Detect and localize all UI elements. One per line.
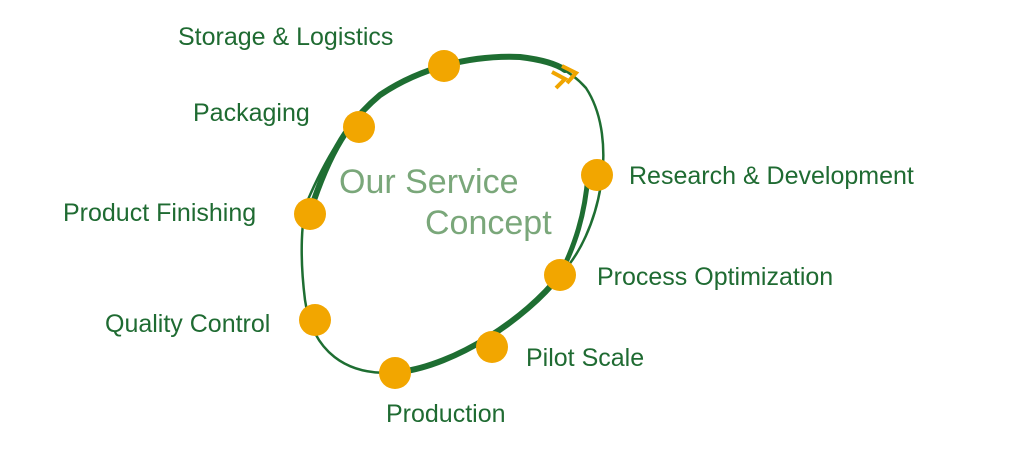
node-quality	[299, 304, 331, 336]
center-title-line2: Concept	[425, 203, 552, 242]
node-pilot	[476, 331, 508, 363]
double-chevron-arrow-icon	[551, 64, 580, 90]
stage-label-production: Production	[386, 400, 506, 428]
node-storage	[428, 50, 460, 82]
stage-label-storage: Storage & Logistics	[178, 23, 394, 51]
node-production	[379, 357, 411, 389]
node-process	[544, 259, 576, 291]
node-research	[581, 159, 613, 191]
stage-label-pilot: Pilot Scale	[526, 344, 645, 372]
node-finishing	[294, 198, 326, 230]
stage-label-process: Process Optimization	[597, 263, 834, 291]
node-packaging	[343, 111, 375, 143]
stage-label-finishing: Product Finishing	[63, 199, 257, 227]
stage-nodes	[294, 50, 613, 389]
stage-label-quality: Quality Control	[105, 310, 271, 338]
cycle-ring	[300, 53, 605, 375]
cycle-thick-segment-upper-left	[307, 53, 568, 215]
center-title-line1: Our Service	[339, 163, 519, 201]
stage-label-research: Research & Development	[629, 162, 914, 190]
center-title: Our Service Concept	[327, 162, 587, 244]
stage-label-packaging: Packaging	[193, 99, 310, 127]
